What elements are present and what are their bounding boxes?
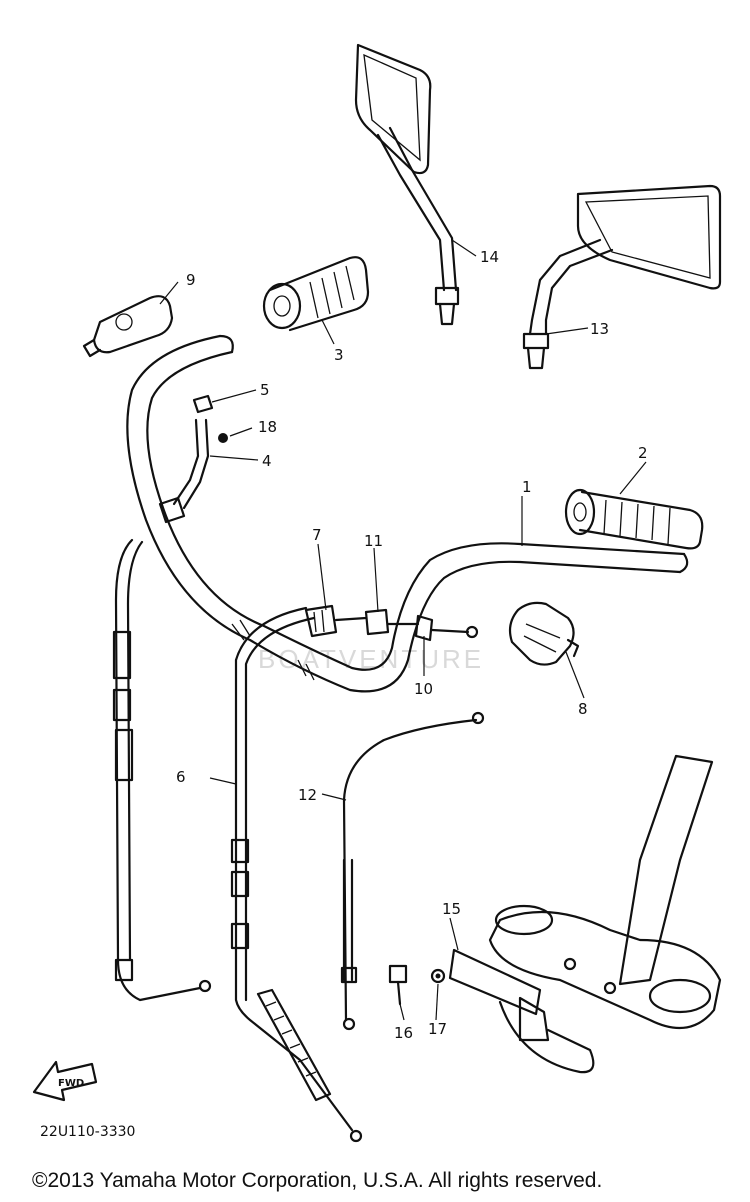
washer-17 — [430, 968, 446, 984]
callout-18: 18 — [258, 418, 277, 436]
callout-6: 6 — [176, 768, 186, 786]
callout-8: 8 — [578, 700, 588, 718]
throttle-cable-12 — [340, 711, 485, 1031]
handlebar — [126, 334, 689, 693]
grip-left — [262, 256, 370, 332]
switch-right — [508, 601, 580, 666]
callout-4: 4 — [262, 452, 272, 470]
callout-3: 3 — [334, 346, 344, 364]
callout-10: 10 — [414, 680, 433, 698]
steering-crown — [488, 754, 722, 1030]
throttle-cable-left — [112, 538, 212, 1002]
callout-13: 13 — [590, 320, 609, 338]
callout-14: 14 — [480, 248, 499, 266]
grip-right — [564, 488, 704, 550]
callout-9: 9 — [186, 271, 196, 289]
copyright-notice: ©2013 Yamaha Motor Corporation, U.S.A. A… — [32, 1169, 602, 1192]
bolt-16 — [388, 964, 408, 1006]
callout-5: 5 — [260, 381, 270, 399]
mirror-right — [522, 184, 722, 370]
callout-1: 1 — [522, 478, 532, 496]
callouts: 1 2 3 4 5 6 7 8 9 10 11 12 13 14 15 16 1… — [176, 248, 648, 1042]
callout-15: 15 — [442, 900, 461, 918]
forward-label: FWD — [58, 1078, 84, 1089]
callout-12: 12 — [298, 786, 317, 804]
diagram-code: 22U110-3330 — [40, 1124, 135, 1140]
switch-left — [82, 295, 174, 358]
callout-16: 16 — [394, 1024, 413, 1042]
cable-adjuster — [304, 604, 479, 642]
clutch-wire — [230, 606, 363, 1143]
bracket — [448, 948, 595, 1074]
mirror-left — [354, 43, 460, 326]
leader-lines — [159, 239, 647, 1021]
lever-holder — [158, 394, 228, 524]
callout-2: 2 — [638, 444, 648, 462]
callout-11: 11 — [364, 532, 383, 550]
callout-17: 17 — [428, 1020, 447, 1038]
callout-7: 7 — [312, 526, 322, 544]
forward-arrow-icon: FWD — [32, 1060, 98, 1102]
